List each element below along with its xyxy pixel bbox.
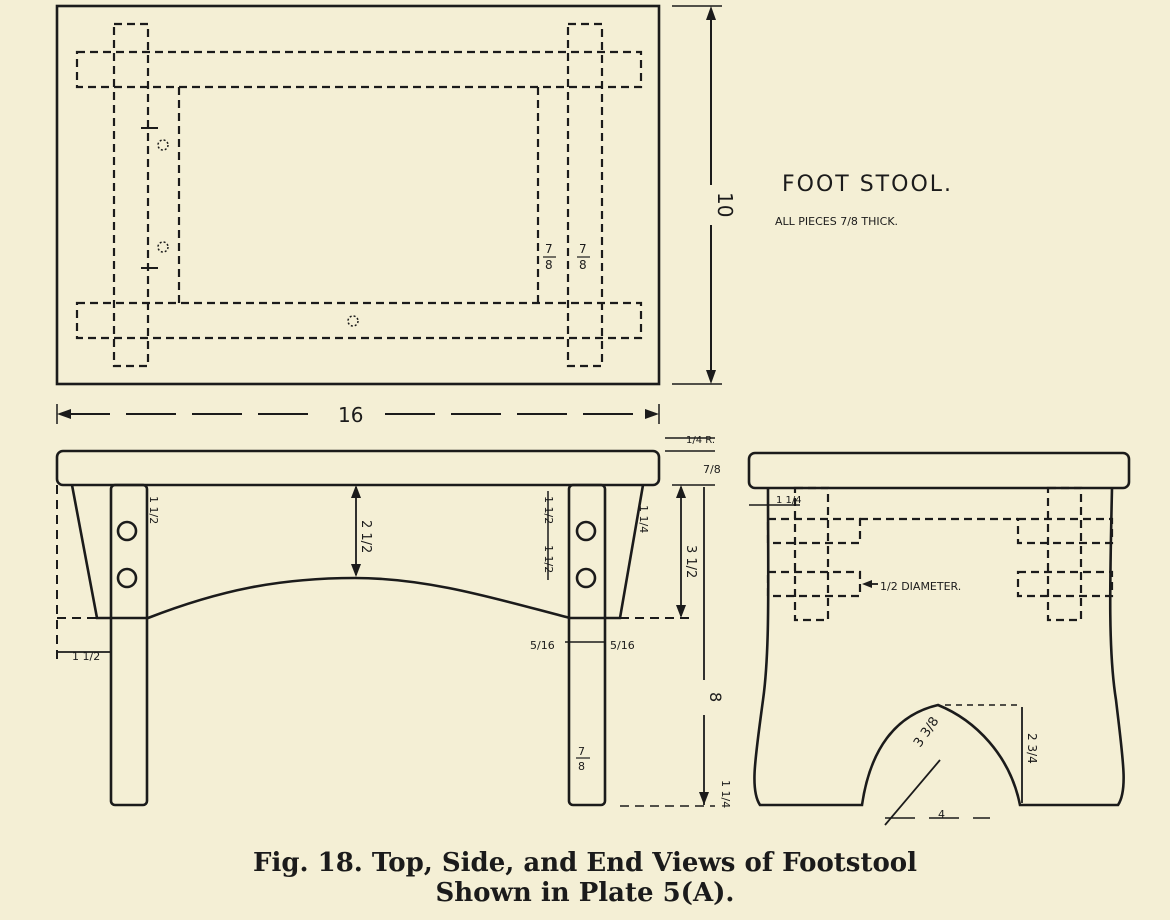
- dim-end-leg-offset: 1 1/4: [776, 495, 802, 506]
- dim-leg-width: 1 1/2: [72, 650, 100, 663]
- end-rail-right-upper: [1016, 517, 1114, 545]
- dim-rail-offset-left: 1 1/2: [147, 496, 160, 524]
- dim-apron-width: 2 1/2: [358, 520, 373, 553]
- dim-leg-offset-b: 5/16: [610, 639, 635, 652]
- dim-end-offset: 1 1/4: [637, 505, 650, 533]
- dowel-hole: [116, 520, 138, 542]
- dim-dowel: 1/2 DIAMETER.: [880, 580, 961, 593]
- length-dimension: 16: [56, 403, 660, 427]
- end-top-board: [747, 451, 1131, 490]
- end-rail-left-upper: [766, 517, 862, 545]
- top-dim-7-8-a-den: 8: [545, 258, 553, 272]
- dowel-hole: [116, 567, 138, 589]
- dowel-hole: [575, 567, 597, 589]
- arrow-head: [706, 6, 716, 20]
- svg-text:7: 7: [578, 745, 585, 758]
- drawing-subtitle: ALL PIECES 7/8 THICK.: [775, 215, 898, 228]
- side-apron: [70, 484, 645, 620]
- dim-leg-offset-a: 5/16: [530, 639, 555, 652]
- side-view: 2 1/2 1 1/2 5/16 5/16 1 1/2 1 1/2 1 1/2 …: [55, 449, 690, 807]
- end-rail-right-lower: [1016, 570, 1114, 598]
- top-dim-7-8-b-den: 8: [579, 258, 587, 272]
- svg-text:8: 8: [578, 760, 585, 773]
- dim-rail-span: 3 1/2: [683, 545, 698, 578]
- end-leg-right: [1046, 486, 1083, 622]
- end-leg-left: [793, 486, 830, 622]
- dim-top-overhang: 1/4 R.: [686, 435, 715, 446]
- top-leg-left: [112, 22, 150, 368]
- dim-arch-radius: 3 3/8: [911, 714, 942, 750]
- dim-height: 8: [706, 692, 725, 702]
- dim-top-height: 10: [713, 192, 737, 217]
- side-leg-right: [567, 483, 607, 807]
- arrow-head: [706, 370, 716, 384]
- top-leg-right: [566, 22, 604, 368]
- dim-foot: 1 1/4: [719, 780, 732, 808]
- figure-caption-line2: Shown in Plate 5(A).: [435, 878, 735, 908]
- dim-top-thickness: 7/8: [703, 463, 721, 476]
- end-body: [753, 487, 1125, 807]
- side-leg-left: [109, 483, 149, 807]
- dim-arch-height: 2 3/4: [1025, 733, 1039, 764]
- top-rail-lower: [75, 301, 643, 340]
- dim-arch-radius-line: [884, 759, 941, 826]
- dowel-hole: [575, 520, 597, 542]
- top-dim-7-8-a: 7: [545, 242, 553, 256]
- end-rail-left-lower: [766, 570, 862, 598]
- end-view: 1/2 DIAMETER. 3 3/8 2 3/4 4 1 1/4: [747, 451, 1131, 826]
- side-height-dims: 1/4 R. 7/8 3 1/2 8 1 1/4: [620, 435, 732, 808]
- figure-caption-line1: Fig. 18. Top, Side, and End Views of Foo…: [252, 848, 918, 878]
- drawing-title: FOOT STOOL.: [782, 172, 953, 197]
- top-view: 7 8 7 8 10: [55, 4, 737, 386]
- side-top-board: [55, 449, 661, 487]
- dim-length: 16: [338, 403, 363, 427]
- top-rail-upper: [75, 50, 643, 89]
- screw-mark: [157, 139, 169, 151]
- top-dim-7-8-b: 7: [579, 242, 587, 256]
- top-view-outline: [55, 4, 661, 386]
- screw-mark: [157, 241, 169, 253]
- screw-mark: [347, 315, 359, 327]
- dim-arch-width: 4: [938, 808, 945, 821]
